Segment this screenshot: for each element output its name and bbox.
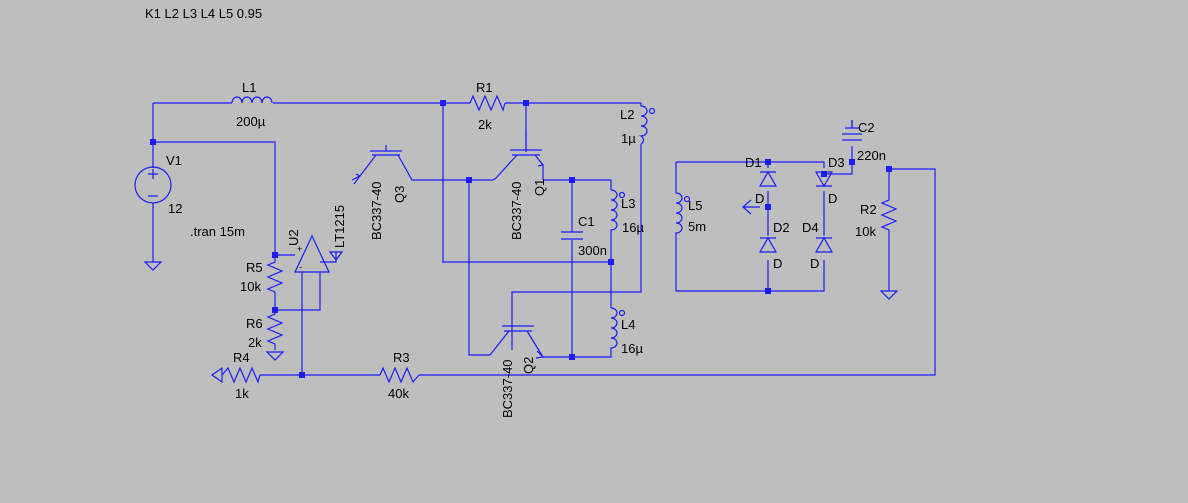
ground-d1 <box>742 199 752 215</box>
r6-ref: R6 <box>246 316 263 331</box>
diode-d2[interactable]: D2 D <box>758 220 790 271</box>
r2-value: 10k <box>855 224 876 239</box>
diode-d3[interactable]: D3 D <box>814 155 845 206</box>
resistor-r3[interactable]: R3 40k <box>379 350 420 401</box>
resistor-r4[interactable]: R4 1k <box>210 350 261 401</box>
r4-value: 1k <box>235 386 249 401</box>
opamp-plus-sign: + <box>297 244 302 254</box>
diode-d1[interactable]: D1 D <box>745 155 778 206</box>
d3-ref: D3 <box>828 155 845 170</box>
resistor-r5[interactable]: R5 10k <box>240 258 284 295</box>
v1-value: 12 <box>168 201 182 216</box>
inductor-l3[interactable]: L3 16µ <box>610 189 644 235</box>
opamp-minus-sign: - <box>299 262 302 272</box>
d1-ref: D1 <box>745 155 762 170</box>
d1-model: D <box>755 191 764 206</box>
l4-ref: L4 <box>621 317 635 332</box>
q3-model: BC337-40 <box>369 181 384 240</box>
l1-ref: L1 <box>242 80 256 95</box>
d2-model: D <box>773 256 782 271</box>
ground-r6 <box>265 351 285 361</box>
d2-ref: D2 <box>773 220 790 235</box>
d4-model: D <box>810 256 819 271</box>
l1-value: 200µ <box>236 114 266 129</box>
resistor-r6[interactable]: R6 2k <box>246 310 284 350</box>
u2-model: LT1215 <box>332 205 347 248</box>
r1-ref: R1 <box>476 80 493 95</box>
inductor-l5[interactable]: L5 5m <box>675 192 706 235</box>
l3-ref: L3 <box>621 196 635 211</box>
c1-value: 300n <box>578 243 607 258</box>
diode-d4[interactable]: D4 D <box>802 220 834 271</box>
ground-v1 <box>143 261 163 271</box>
r1-value: 2k <box>478 117 492 132</box>
ground-r2 <box>879 290 899 300</box>
resistor-r2[interactable]: R2 10k <box>855 195 898 240</box>
inductor-l4[interactable]: L4 16µ <box>610 307 643 356</box>
transistor-q1[interactable]: BC337-40 Q1 <box>492 149 547 240</box>
r4-ref: R4 <box>233 350 250 365</box>
u2-ref: U2 <box>286 229 301 246</box>
q1-ref: Q1 <box>532 179 547 196</box>
c2-ref: C2 <box>858 120 875 135</box>
l2-value: 1µ <box>621 131 636 146</box>
coupling-directive[interactable]: K1 L2 L3 L4 L5 0.95 <box>145 6 262 21</box>
transistor-q2[interactable]: BC337-40 Q2 <box>489 325 545 418</box>
ground-u2 <box>328 251 344 261</box>
inductor-l2[interactable]: L2 1µ <box>620 103 656 146</box>
voltage-source-v1[interactable]: V1 12 <box>134 153 182 216</box>
q3-ref: Q3 <box>392 186 407 203</box>
opamp-u2[interactable]: + - U2 LT1215 <box>286 205 347 273</box>
inductor-l1[interactable]: L1 200µ <box>231 80 273 129</box>
junctions <box>150 100 892 378</box>
transistor-q3[interactable]: BC337-40 Q3 <box>351 145 407 240</box>
r2-ref: R2 <box>860 202 877 217</box>
c2-value: 220n <box>857 148 886 163</box>
q1-model: BC337-40 <box>509 181 524 240</box>
r5-value: 10k <box>240 279 261 294</box>
d4-ref: D4 <box>802 220 819 235</box>
v1-ref: V1 <box>166 153 182 168</box>
l4-value: 16µ <box>621 341 643 356</box>
l5-value: 5m <box>688 219 706 234</box>
r5-ref: R5 <box>246 260 263 275</box>
r6-value: 2k <box>248 335 262 350</box>
wires <box>152 102 936 376</box>
capacitor-c2[interactable]: C2 220n <box>842 120 886 163</box>
l3-value: 16µ <box>622 220 644 235</box>
l2-ref: L2 <box>620 107 634 122</box>
r3-value: 40k <box>388 386 409 401</box>
l5-ref: L5 <box>688 198 702 213</box>
d3-model: D <box>828 191 837 206</box>
tran-directive[interactable]: .tran 15m <box>190 224 245 239</box>
q2-ref: Q2 <box>521 357 536 374</box>
c1-ref: C1 <box>578 214 595 229</box>
q2-model: BC337-40 <box>500 359 515 418</box>
capacitor-c1[interactable]: C1 300n <box>561 214 607 258</box>
resistor-r1[interactable]: R1 2k <box>469 80 506 132</box>
r3-ref: R3 <box>393 350 410 365</box>
